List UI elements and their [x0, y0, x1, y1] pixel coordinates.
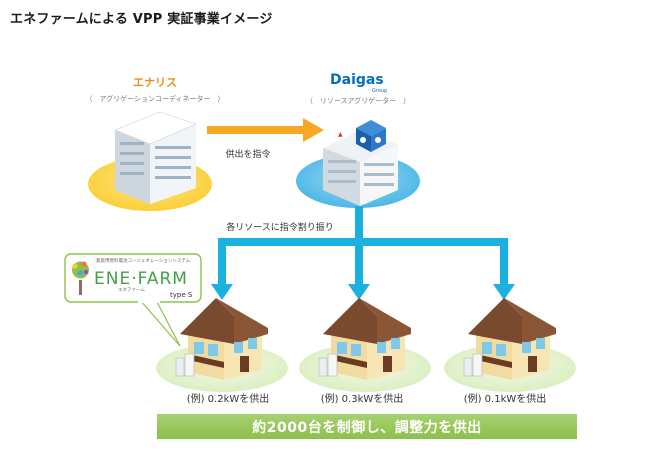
page-title: エネファームによる VPP 実証事業イメージ — [10, 12, 273, 27]
house-1-label: (例) 0.2kWを供出 — [187, 392, 270, 405]
enefarm-logo: ENE·FARM — [94, 269, 188, 289]
house-icon — [155, 297, 289, 393]
house-3-label: (例) 0.1kWを供出 — [464, 392, 547, 405]
instruction-arrow: 供出を指令 — [207, 118, 324, 160]
daigas-logo: Daigas — [330, 72, 384, 88]
instruction-label: 供出を指令 — [225, 148, 270, 160]
enefarm-tagline: 家庭用燃料電池コージェネレーションシステム — [96, 257, 191, 264]
daigas-role: （ リソースアグリゲーター ） — [306, 96, 410, 105]
house-2-label: (例) 0.3kWを供出 — [321, 392, 404, 405]
enefarm-kana: エネファーム — [118, 287, 145, 293]
allocation-label: 各リソースに指令割り振り — [226, 221, 334, 233]
enaris-node: エナリス （ アグリゲーションコーディネーター ） — [85, 76, 225, 211]
enaris-name: エナリス — [133, 76, 177, 89]
daigas-logo-sub: Group — [372, 88, 387, 94]
enefarm-callout: 家庭用燃料電池コージェネレーションシステム ENE·FARM エネファーム ty… — [64, 253, 202, 347]
enefarm-type: type S — [170, 291, 193, 299]
tree-icon — [72, 261, 89, 295]
summary-banner: 約2000台を制御し、調整力を供出 — [157, 414, 577, 439]
allocation-arrows — [211, 206, 515, 300]
daigas-node: ▲ Daigas Group （ リソースアグリゲーター ） — [296, 72, 420, 208]
house-icon — [298, 297, 432, 393]
svg-text:▲: ▲ — [338, 131, 343, 138]
enaris-role: （ アグリゲーションコーディネーター ） — [85, 94, 224, 103]
house-icon — [443, 297, 577, 393]
